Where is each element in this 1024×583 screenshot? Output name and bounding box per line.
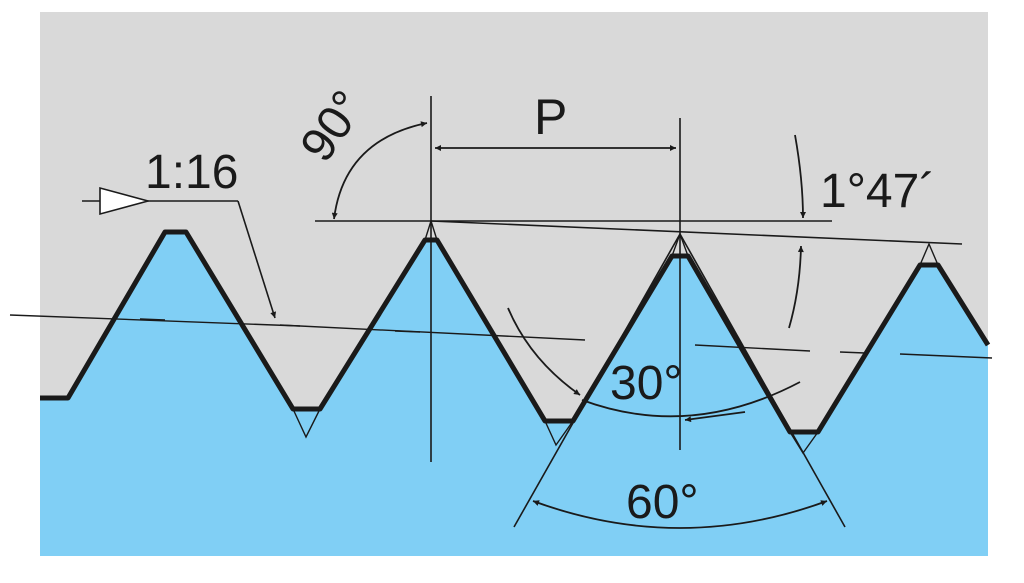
taper-angle-label: 1°47´: [820, 165, 935, 218]
angle-30-arrow: [684, 411, 746, 423]
thread-body: [40, 232, 988, 556]
taper-indicator: [82, 186, 277, 319]
angle-60-label: 60°: [626, 476, 699, 529]
angle-30-lower-arc: [581, 381, 801, 418]
pitch-label: P: [534, 89, 567, 145]
taper-angle-dimension: [788, 134, 806, 329]
reference-lines: [315, 96, 963, 528]
angle-90-arc: [331, 121, 428, 220]
pitch-line: [9, 314, 993, 359]
thread-profile-outline: [40, 229, 991, 435]
angle-30-label: 30°: [610, 357, 683, 410]
angle-30-arc: [507, 307, 581, 396]
taper-label: 1:16: [145, 146, 238, 199]
angle-60-arc: [532, 500, 828, 529]
